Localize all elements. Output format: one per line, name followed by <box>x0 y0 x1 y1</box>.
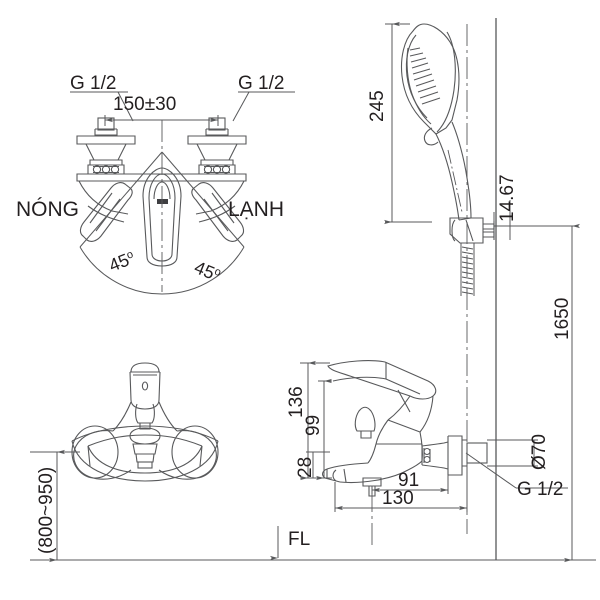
inlet-left-assembly <box>76 117 136 175</box>
labels-bottom-left: (800~950) <box>36 467 57 554</box>
view-top-left-front <box>70 91 295 295</box>
mixer-lever-side <box>327 360 437 433</box>
mixer-body-side <box>354 406 488 476</box>
view-bottom-left-elevation <box>30 362 219 563</box>
leader-right-inlet <box>232 91 295 122</box>
label-wall-height: 1650 <box>552 298 573 340</box>
handshower-handle <box>435 121 472 221</box>
shower-holder-bracket <box>449 217 495 244</box>
label-holder-offset: 14.67 <box>497 174 518 222</box>
dimension-flange-dia <box>487 439 538 467</box>
label-spout-height: 136 <box>286 386 307 418</box>
inlet-right-assembly <box>187 117 247 175</box>
leader-left-inlet <box>70 91 134 122</box>
labels-top-left: G 1/2 G 1/2 150±30 NÓNG LẠNH 45 o 45 o <box>16 73 284 283</box>
dimension-projection-long <box>334 463 468 512</box>
label-floor-line: FL <box>288 529 310 550</box>
label-floor-range: (800~950) <box>36 467 57 554</box>
view-bottom-right-section <box>270 360 568 561</box>
leader-outlet-thread <box>465 452 568 489</box>
label-hot: NÓNG <box>16 198 79 221</box>
shower-hose <box>460 243 475 296</box>
handshower-outline <box>400 23 460 146</box>
swing-range-arcs <box>79 151 245 295</box>
label-center-distance: 150±30 <box>113 94 176 115</box>
labels-top-right: 245 14.67 1650 <box>367 90 573 340</box>
label-angle-left-degree: o <box>125 248 135 261</box>
label-shower-height: 245 <box>367 90 388 122</box>
label-body-height: 99 <box>303 415 324 436</box>
handle-left-hot <box>79 182 133 242</box>
label-flange-dia: Ø70 <box>529 434 550 470</box>
view-top-right-handshower <box>95 18 596 563</box>
labels-bottom-right: 136 99 28 91 130 Ø70 G 1/2 FL <box>286 386 563 550</box>
dimension-floor-range <box>30 449 95 563</box>
label-inlet-left: G 1/2 <box>70 73 116 94</box>
dimension-shower-height <box>384 21 432 225</box>
label-projection-long: 130 <box>382 488 414 509</box>
product-front-elevation <box>71 362 219 482</box>
label-projection-short: 91 <box>398 470 419 491</box>
dimension-center-distance <box>104 115 219 126</box>
label-cold: LẠNH <box>228 198 284 221</box>
dimension-wall-height <box>95 223 596 563</box>
label-outlet-thread: G 1/2 <box>517 479 563 500</box>
label-angle-right-degree: o <box>213 266 223 279</box>
center-lever <box>142 167 182 267</box>
dimension-base-height <box>306 451 330 479</box>
label-base-height: 28 <box>295 457 316 478</box>
label-inlet-right: G 1/2 <box>238 73 284 94</box>
